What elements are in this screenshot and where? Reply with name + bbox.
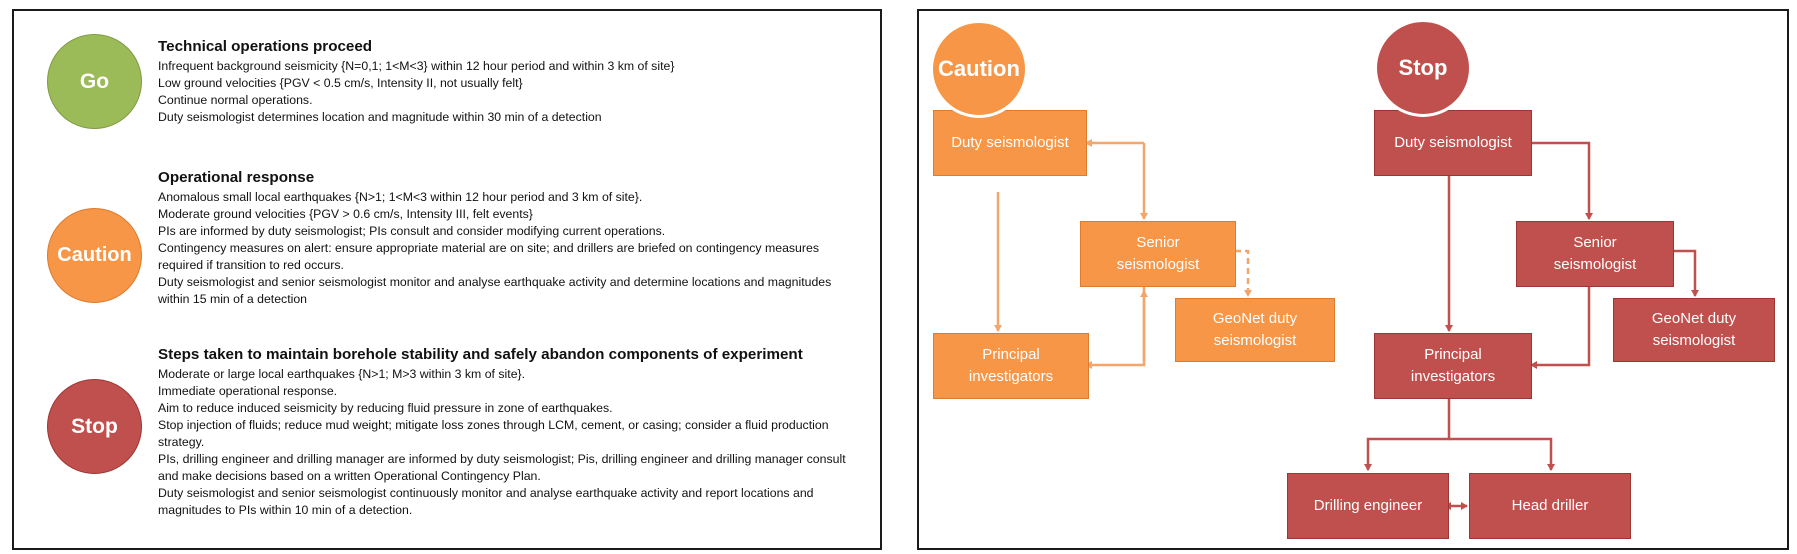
stop-senior-seismologist-box: Senior seismologist xyxy=(1516,221,1674,287)
stop-head-driller-box: Head driller xyxy=(1469,473,1631,539)
stop-line: PIs, drilling engineer and drilling mana… xyxy=(158,452,846,483)
stop-heading: Steps taken to maintain borehole stabili… xyxy=(158,346,803,363)
stop-pi-label-line: investigators xyxy=(1410,368,1496,385)
stop-line: Stop injection of fluids; reduce mud wei… xyxy=(158,418,829,449)
stop-pi-to-drilling-line xyxy=(1364,397,1451,471)
stop-drilling-engineer-label: Drilling engineer xyxy=(1313,497,1423,514)
caution-section: Operational response Anomalous small loc… xyxy=(158,168,838,308)
caution-senior-to-pi-line xyxy=(1085,285,1146,369)
caution-badge: Caution xyxy=(47,208,142,303)
stop-duty-to-senior-line xyxy=(1531,141,1593,220)
stop-geonet-box: GeoNet duty seismologist xyxy=(1613,298,1775,362)
caution-senior-seismologist-box: Senior seismologist xyxy=(1080,221,1236,287)
go-line: Duty seismologist determines location an… xyxy=(158,110,602,124)
go-heading: Technical operations proceed xyxy=(158,38,373,55)
caution-geonet-box: GeoNet duty seismologist xyxy=(1175,298,1335,362)
go-line: Infrequent background seismicity {N=0,1;… xyxy=(158,59,675,73)
stop-duty-seismologist-box: Duty seismologist xyxy=(1374,110,1532,176)
go-line: Continue normal operations. xyxy=(158,93,313,107)
caution-senior-geonet-dashed-line xyxy=(1235,249,1252,297)
caution-geonet-label-line: seismologist xyxy=(1213,332,1297,349)
stop-senior-label-line: seismologist xyxy=(1553,256,1637,273)
communication-flow-panel: Duty seismologist Caution Senior seismol… xyxy=(917,9,1789,550)
go-badge: Go xyxy=(47,34,142,129)
traffic-light-description-panel: Go Technical operations proceed Infreque… xyxy=(12,9,882,550)
stop-section: Steps taken to maintain borehole stabili… xyxy=(158,345,863,519)
go-section: Technical operations proceed Infrequent … xyxy=(158,37,878,126)
caution-line: Moderate ground velocities {PGV > 0.6 cm… xyxy=(158,207,533,221)
caution-principal-investigators-box: Principal investigators xyxy=(933,333,1089,399)
stop-line: Aim to reduce induced seismicity by redu… xyxy=(158,401,613,415)
caution-line: PIs are informed by duty seismologist; P… xyxy=(158,224,666,238)
stop-pi-to-head-driller-line xyxy=(1449,437,1555,471)
caution-line: Anomalous small local earthquakes {N>1; … xyxy=(158,190,643,204)
caution-line: Contingency measures on alert: ensure ap… xyxy=(158,241,819,272)
stop-badge: Stop xyxy=(47,379,142,474)
stop-senior-to-pi-line xyxy=(1530,285,1591,369)
flow-connectors xyxy=(994,139,1699,510)
stop-line: Duty seismologist and senior seismologis… xyxy=(158,486,814,517)
caution-line: Duty seismologist and senior seismologis… xyxy=(158,275,832,306)
caution-senior-label-line: Senior xyxy=(1136,234,1180,251)
stop-senior-to-geonet-line xyxy=(1672,249,1699,297)
caution-pi-label-line: Principal xyxy=(982,346,1040,363)
stop-duty-seismologist-label: Duty seismologist xyxy=(1394,134,1512,151)
caution-badge-large: Caution xyxy=(930,20,1028,118)
stop-principal-investigators-box: Principal investigators xyxy=(1374,333,1532,399)
go-line: Low ground velocities {PGV < 0.5 cm/s, I… xyxy=(158,76,523,90)
caution-duty-seismologist-box: Duty seismologist xyxy=(933,110,1087,176)
caution-senior-label-line: seismologist xyxy=(1116,256,1200,273)
stop-badge-large: Stop xyxy=(1374,19,1472,117)
caution-pi-label-line: investigators xyxy=(968,368,1054,385)
stop-drilling-engineer-box: Drilling engineer xyxy=(1287,473,1449,539)
stop-geonet-label-line: seismologist xyxy=(1652,332,1736,349)
stop-line: Moderate or large local earthquakes {N>1… xyxy=(158,367,526,381)
caution-geonet-label-line: GeoNet duty xyxy=(1212,310,1298,327)
stop-geonet-label-line: GeoNet duty xyxy=(1651,310,1737,327)
stop-senior-label-line: Senior xyxy=(1573,234,1617,251)
caution-heading: Operational response xyxy=(158,169,315,186)
stop-head-driller-label: Head driller xyxy=(1511,497,1589,514)
stop-pi-label-line: Principal xyxy=(1424,346,1482,363)
caution-duty-seismologist-label: Duty seismologist xyxy=(951,134,1069,151)
stop-line: Immediate operational response. xyxy=(158,384,338,398)
